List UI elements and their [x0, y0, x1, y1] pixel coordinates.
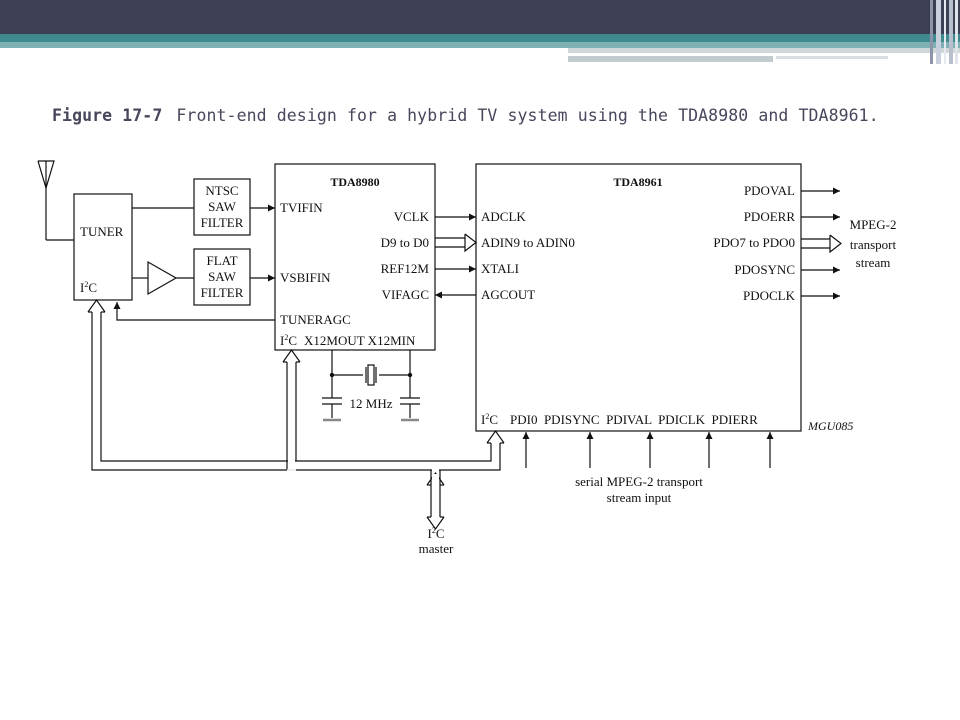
pin-ref12m: REF12M — [381, 261, 430, 276]
tuner-block — [73, 193, 133, 301]
pin-tvifin: TVIFIN — [280, 200, 323, 215]
pin-tuneragc: TUNERAGC — [280, 312, 351, 327]
pin-vclk: VCLK — [394, 209, 430, 224]
serial-input-line1: serial MPEG-2 transport — [575, 474, 703, 489]
pin-adin: ADIN9 to ADIN0 — [481, 235, 575, 250]
figure-caption: Figure 17-7 Front-end design for a hybrid… — [52, 106, 879, 125]
pin-adclk: ADCLK — [481, 209, 526, 224]
slide-decor-line — [568, 48, 960, 53]
pin-pdo7-pdo0: PDO7 to PDO0 — [713, 235, 795, 250]
flat-filter-line1: FLAT — [206, 253, 237, 268]
pdo-bus-arrow — [801, 234, 842, 254]
pin-pdosync: PDOSYNC — [734, 262, 795, 277]
slide-top-bar — [0, 0, 960, 34]
flat-saw-filter-block — [193, 248, 251, 306]
mpeg-out-line2: transport — [850, 237, 897, 252]
pin-xtali: XTALI — [481, 261, 519, 276]
slide-decor-line — [776, 56, 888, 59]
ntsc-filter-line2: SAW — [208, 199, 237, 214]
mpeg-out-line3: stream — [856, 255, 891, 270]
slide-accent-bar-light — [0, 42, 960, 48]
tda8961-title: TDA8961 — [613, 175, 662, 189]
ntsc-saw-filter-block — [193, 178, 251, 236]
slide-decor-line — [568, 56, 773, 62]
pin-pdoerr: PDOERR — [744, 209, 796, 224]
figure-code: MGU085 — [807, 419, 853, 433]
slide-decor-stripe — [936, 0, 941, 64]
tuner-label: TUNER — [80, 224, 124, 239]
tda8961-i2c-label: I2C — [481, 412, 498, 427]
tda8961-block — [475, 163, 802, 432]
tda8980-i2c-label: I2C — [280, 333, 297, 348]
ntsc-filter-line3: FILTER — [201, 215, 244, 230]
pin-vsbifin: VSBIFIN — [280, 270, 331, 285]
tda8980-block — [274, 163, 436, 351]
figure-caption-text: Front-end design for a hybrid TV system … — [176, 106, 879, 125]
serial-input-pins: PDI0 PDISYNC PDIVAL PDICLK PDIERR — [510, 412, 758, 427]
data-bus-arrow — [435, 233, 477, 253]
pin-d9-d0: D9 to D0 — [381, 235, 429, 250]
serial-input-line2: stream input — [607, 490, 672, 505]
slide-decor-stripe — [949, 0, 953, 64]
pin-vifagc: VIFAGC — [382, 287, 429, 302]
pin-pdoclk: PDOCLK — [743, 288, 796, 303]
pins-x12mout-x12min: X12MOUT X12MIN — [304, 333, 416, 348]
antenna-icon — [37, 160, 74, 241]
figure-label: Figure 17-7 — [52, 106, 163, 125]
slide-accent-bar — [0, 34, 960, 42]
pin-pdoval: PDOVAL — [744, 183, 795, 198]
i2c-master-line2: master — [419, 541, 454, 556]
slide-decor-stripe — [930, 0, 933, 64]
slide-decor-stripe — [955, 0, 958, 64]
crystal-frequency: 12 MHz — [350, 396, 393, 411]
flat-filter-line2: SAW — [208, 269, 237, 284]
amplifier-icon — [147, 260, 178, 296]
tda8980-title: TDA8980 — [330, 175, 379, 189]
mpeg-out-line1: MPEG-2 — [850, 217, 897, 232]
flat-filter-line3: FILTER — [201, 285, 244, 300]
tuner-i2c-label: I2C — [80, 280, 97, 295]
pin-agcout: AGCOUT — [481, 287, 535, 302]
tuneragc-arrow — [113, 302, 275, 321]
i2c-master-label: I2C — [427, 526, 444, 541]
slide-decor-stripe — [944, 0, 946, 64]
ntsc-filter-line1: NTSC — [205, 183, 238, 198]
